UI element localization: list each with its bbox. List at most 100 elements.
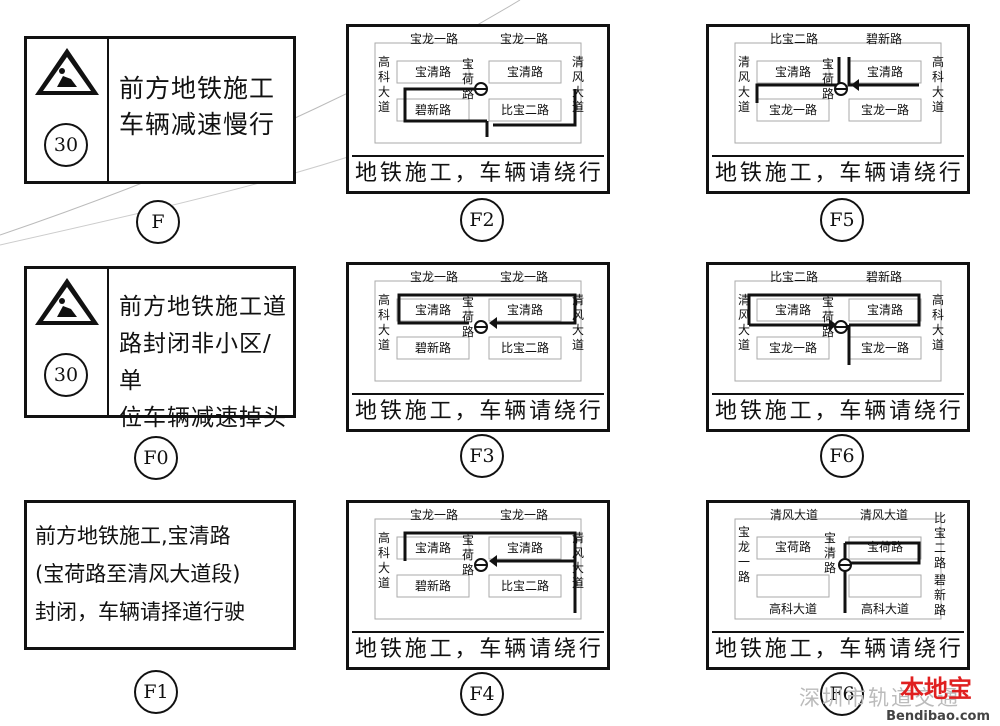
sign-F1: 前方地铁施工,宝清路 (宝荷路至清风大道段) 封闭，车辆请择道行驶 — [24, 500, 296, 650]
site-url: Bendibao.com — [886, 709, 990, 724]
road-grid — [374, 518, 582, 620]
label-F0: F0 — [134, 436, 178, 480]
sign-line: 位车辆减速掉头 — [119, 405, 287, 431]
message-char: 请 — [529, 399, 552, 424]
road-label: 高科大道 — [377, 55, 390, 114]
message-char: 绕 — [554, 161, 577, 186]
message-char: 地 — [715, 399, 738, 424]
road-label: 比宝二路 — [769, 32, 818, 46]
message-char: 车 — [479, 637, 502, 662]
road-label: 高科大道 — [768, 602, 817, 616]
road-grid — [734, 518, 942, 620]
message-char: 车 — [839, 161, 862, 186]
road-label: 宝清路 — [866, 65, 903, 79]
road-label: 清风大道 — [859, 508, 908, 522]
message-char: 车 — [479, 399, 502, 424]
road-label: 碧新路 — [933, 573, 946, 617]
message-char: 铁 — [379, 161, 402, 186]
road-label: 碧新路 — [414, 341, 451, 355]
message-char: 工 — [789, 637, 812, 662]
message-char: 地 — [355, 637, 378, 662]
road-label: 高科大道 — [860, 602, 909, 616]
label-F2: F2 — [460, 198, 504, 242]
message-char: 辆 — [504, 161, 527, 186]
road-label: 宝龙一路 — [409, 508, 458, 522]
road-label: 比宝二路 — [500, 103, 549, 117]
message-char: 铁 — [739, 161, 762, 186]
road-label: 宝荷路 — [866, 540, 903, 554]
construction-warning-icon — [35, 48, 99, 95]
sign-F0: 30 前方地铁施工道 路封闭非小区/单 位车辆减速掉头 — [24, 266, 296, 431]
message-char: 工 — [789, 399, 812, 424]
message-char: 请 — [889, 399, 912, 424]
road-label: 清风大道 — [571, 55, 584, 114]
label-F4: F4 — [460, 672, 504, 716]
message-char: 行 — [578, 637, 601, 662]
sign-line: 前方地铁施工 — [119, 74, 276, 103]
detour-map-F5: 比宝二路碧新路宝清路宝清路宝龙一路宝龙一路清风大道高科大道宝荷路地铁施工，车辆请… — [706, 24, 970, 194]
road-label: 宝清路 — [823, 531, 836, 575]
message-char: 绕 — [554, 399, 577, 424]
message-char: 请 — [889, 637, 912, 662]
road-label: 高科大道 — [931, 55, 944, 114]
message-char: 辆 — [864, 399, 887, 424]
road-label: 宝龙一路 — [768, 341, 817, 355]
route-arrow-icon — [489, 317, 497, 329]
message-char: 辆 — [504, 399, 527, 424]
message-char: 铁 — [379, 637, 402, 662]
road-label: 宝清路 — [506, 303, 543, 317]
label-F6: F6 — [820, 434, 864, 478]
road-grid — [734, 280, 942, 382]
road-label: 宝清路 — [774, 303, 811, 317]
message-char: 车 — [839, 637, 862, 662]
sign-line: 前方地铁施工,宝清路 — [35, 524, 231, 548]
road-label: 宝龙一路 — [409, 270, 458, 284]
road-label: 宝龙一路 — [860, 103, 909, 117]
message-char: ， — [814, 161, 837, 186]
construction-warning-icon — [35, 278, 99, 325]
road-label: 高科大道 — [931, 293, 944, 352]
road-label: 宝清路 — [506, 65, 543, 79]
sign-text: 前方地铁施工,宝清路 (宝荷路至清风大道段) 封闭，车辆请择道行驶 — [35, 517, 287, 631]
road-label: 碧新路 — [414, 103, 451, 117]
label-F3: F3 — [460, 434, 504, 478]
message-char: 辆 — [864, 637, 887, 662]
message-char: 行 — [578, 399, 601, 424]
road-label: 宝清路 — [774, 65, 811, 79]
message-char: ， — [814, 637, 837, 662]
road-label: 宝荷路 — [821, 57, 834, 101]
message-char: 铁 — [739, 399, 762, 424]
route-arrow-icon — [489, 555, 497, 567]
message-char: 绕 — [914, 161, 937, 186]
message-char: 辆 — [504, 637, 527, 662]
message-char: 请 — [529, 161, 552, 186]
message-char: 地 — [715, 161, 738, 186]
detour-message-bar: 地铁施工，车辆请绕行 — [712, 393, 964, 426]
message-char: 施 — [764, 399, 787, 424]
detour-map-F4: 宝龙一路宝龙一路宝清路宝清路碧新路比宝二路高科大道清风大道宝荷路地铁施工，车辆请… — [346, 500, 610, 670]
road-grid — [374, 280, 582, 382]
road-label: 清风大道 — [737, 55, 750, 114]
detour-message-bar: 地铁施工，车辆请绕行 — [712, 155, 964, 188]
message-char: 施 — [404, 161, 427, 186]
road-label: 宝龙一路 — [737, 525, 750, 584]
road-label: 宝荷路 — [461, 57, 474, 101]
road-grid — [734, 42, 942, 144]
watermark: 深圳市轨道交通 — [799, 686, 960, 710]
message-char: 工 — [429, 399, 452, 424]
sign-text: 前方地铁施工 车辆减速慢行 — [119, 71, 287, 143]
road-label: 宝龙一路 — [409, 32, 458, 46]
message-char: 施 — [764, 637, 787, 662]
road-label: 宝龙一路 — [768, 103, 817, 117]
sign-line: 路封闭非小区/单 — [119, 331, 272, 394]
message-char: 行 — [938, 399, 961, 424]
route-arrow-icon — [851, 79, 859, 91]
road-label: 宝清路 — [414, 541, 451, 555]
road-label: 宝荷路 — [461, 533, 474, 577]
label-F5: F5 — [820, 198, 864, 242]
road-label: 碧新路 — [865, 270, 902, 284]
message-char: 行 — [938, 161, 961, 186]
road-label: 比宝二路 — [769, 270, 818, 284]
road-label: 宝清路 — [414, 65, 451, 79]
road-label: 高科大道 — [377, 531, 390, 590]
